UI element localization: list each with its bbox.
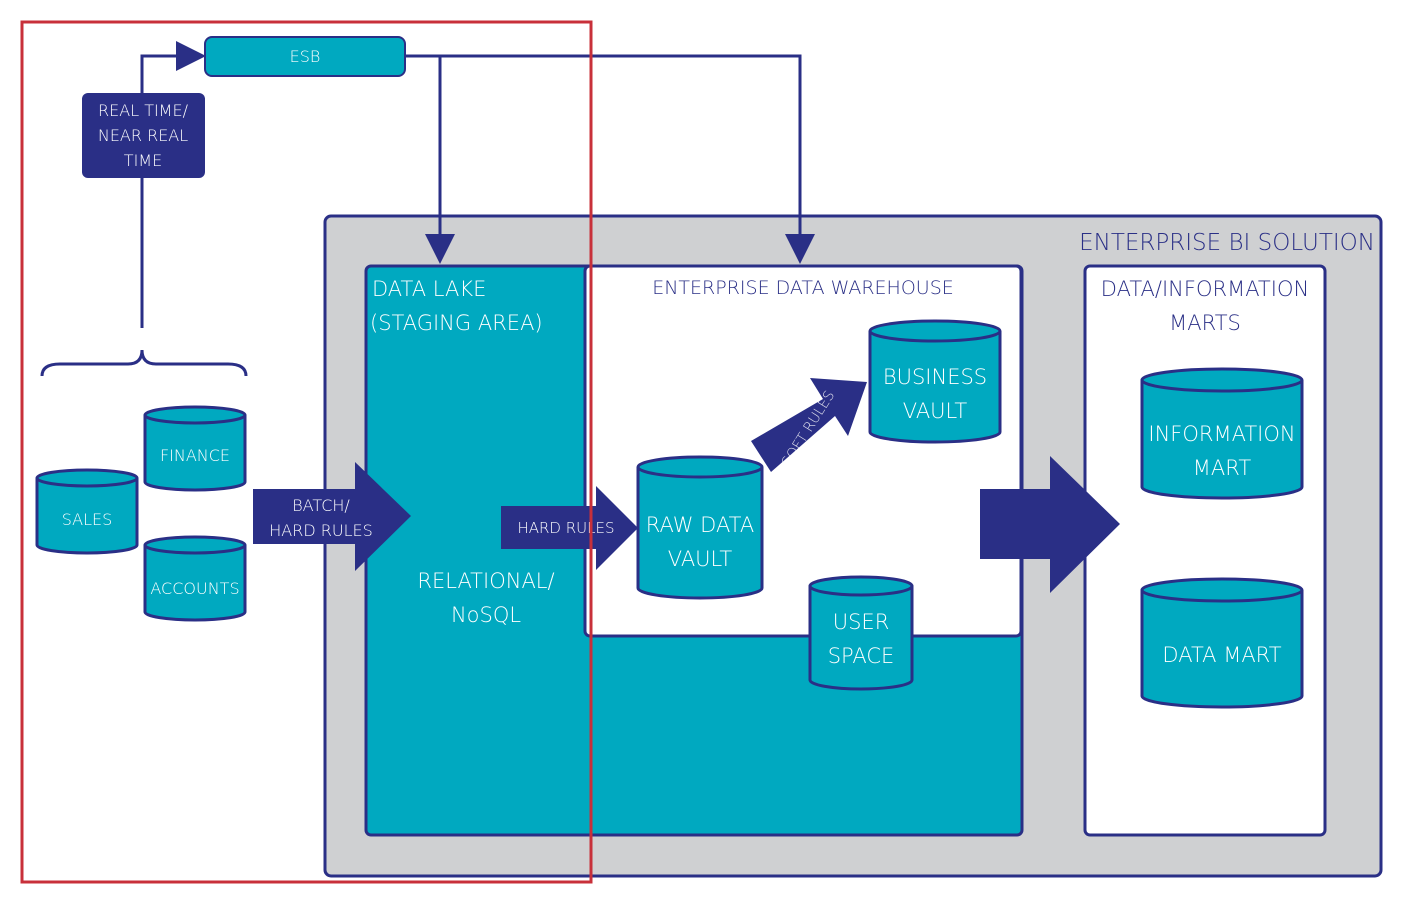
- information-mart-line-1: INFORMATION: [1148, 422, 1295, 446]
- hard-rules-label: HARD RULES: [517, 519, 614, 537]
- esb-to-edw-connector: [440, 54, 815, 264]
- realtime-line-1: REAL TIME/: [98, 101, 189, 120]
- raw-vault-cylinder: RAW DATA VAULT: [636, 455, 764, 600]
- batch-arrow: [253, 462, 411, 571]
- soft-rules-arrow: [751, 378, 867, 472]
- business-vault-line-1: BUSINESS: [883, 365, 987, 389]
- finance-cylinder: FINANCE: [143, 405, 247, 492]
- data-lake-title-2: (STAGING AREA): [370, 311, 543, 335]
- finance-label: FINANCE: [160, 446, 230, 465]
- marts-title-2: MARTS: [1169, 311, 1241, 335]
- sales-cylinder: SALES: [35, 468, 139, 555]
- sales-label: SALES: [62, 510, 113, 529]
- data-mart-label: DATA MART: [1162, 643, 1281, 667]
- information-mart-line-2: MART: [1193, 456, 1252, 480]
- batch-arrow-line-2: HARD RULES: [269, 521, 373, 540]
- sources-brace: [40, 349, 248, 377]
- highlight-frame: [20, 20, 593, 884]
- realtime-line-2: NEAR REAL: [98, 126, 188, 145]
- data-lake-subtitle-2: NoSQL: [451, 603, 521, 627]
- accounts-label: ACCOUNTS: [150, 579, 239, 598]
- marts-title-1: DATA/INFORMATION: [1101, 277, 1309, 301]
- user-space-line-1: USER: [833, 610, 890, 634]
- edw-title: ENTERPRISE DATA WAREHOUSE: [652, 277, 954, 299]
- business-vault-line-2: VAULT: [903, 399, 968, 423]
- raw-vault-line-2: VAULT: [668, 547, 733, 571]
- batch-arrow-line-1: BATCH/: [292, 496, 350, 515]
- data-lake-subtitle-1: RELATIONAL/: [417, 569, 554, 593]
- user-space-cylinder: USER SPACE: [808, 575, 914, 691]
- realtime-box: [82, 93, 205, 178]
- raw-vault-line-1: RAW DATA: [646, 513, 755, 537]
- business-vault-cylinder: BUSINESS VAULT: [868, 319, 1002, 444]
- information-mart-cylinder: INFORMATION MART: [1140, 367, 1304, 500]
- realtime-connector: [140, 41, 206, 328]
- hard-rules-arrow: [501, 486, 638, 570]
- user-space-line-2: SPACE: [828, 644, 895, 668]
- esb-label: ESB: [290, 47, 321, 66]
- realtime-line-3: TIME: [124, 151, 162, 170]
- edw-to-marts-arrow: [980, 456, 1120, 593]
- data-lake-title-1: DATA LAKE: [372, 277, 486, 301]
- marts-box: [1083, 264, 1327, 837]
- accounts-cylinder: ACCOUNTS: [143, 535, 247, 622]
- enterprise-bi-title: ENTERPRISE BI SOLUTION: [1079, 230, 1375, 256]
- data-mart-cylinder: DATA MART: [1140, 577, 1304, 709]
